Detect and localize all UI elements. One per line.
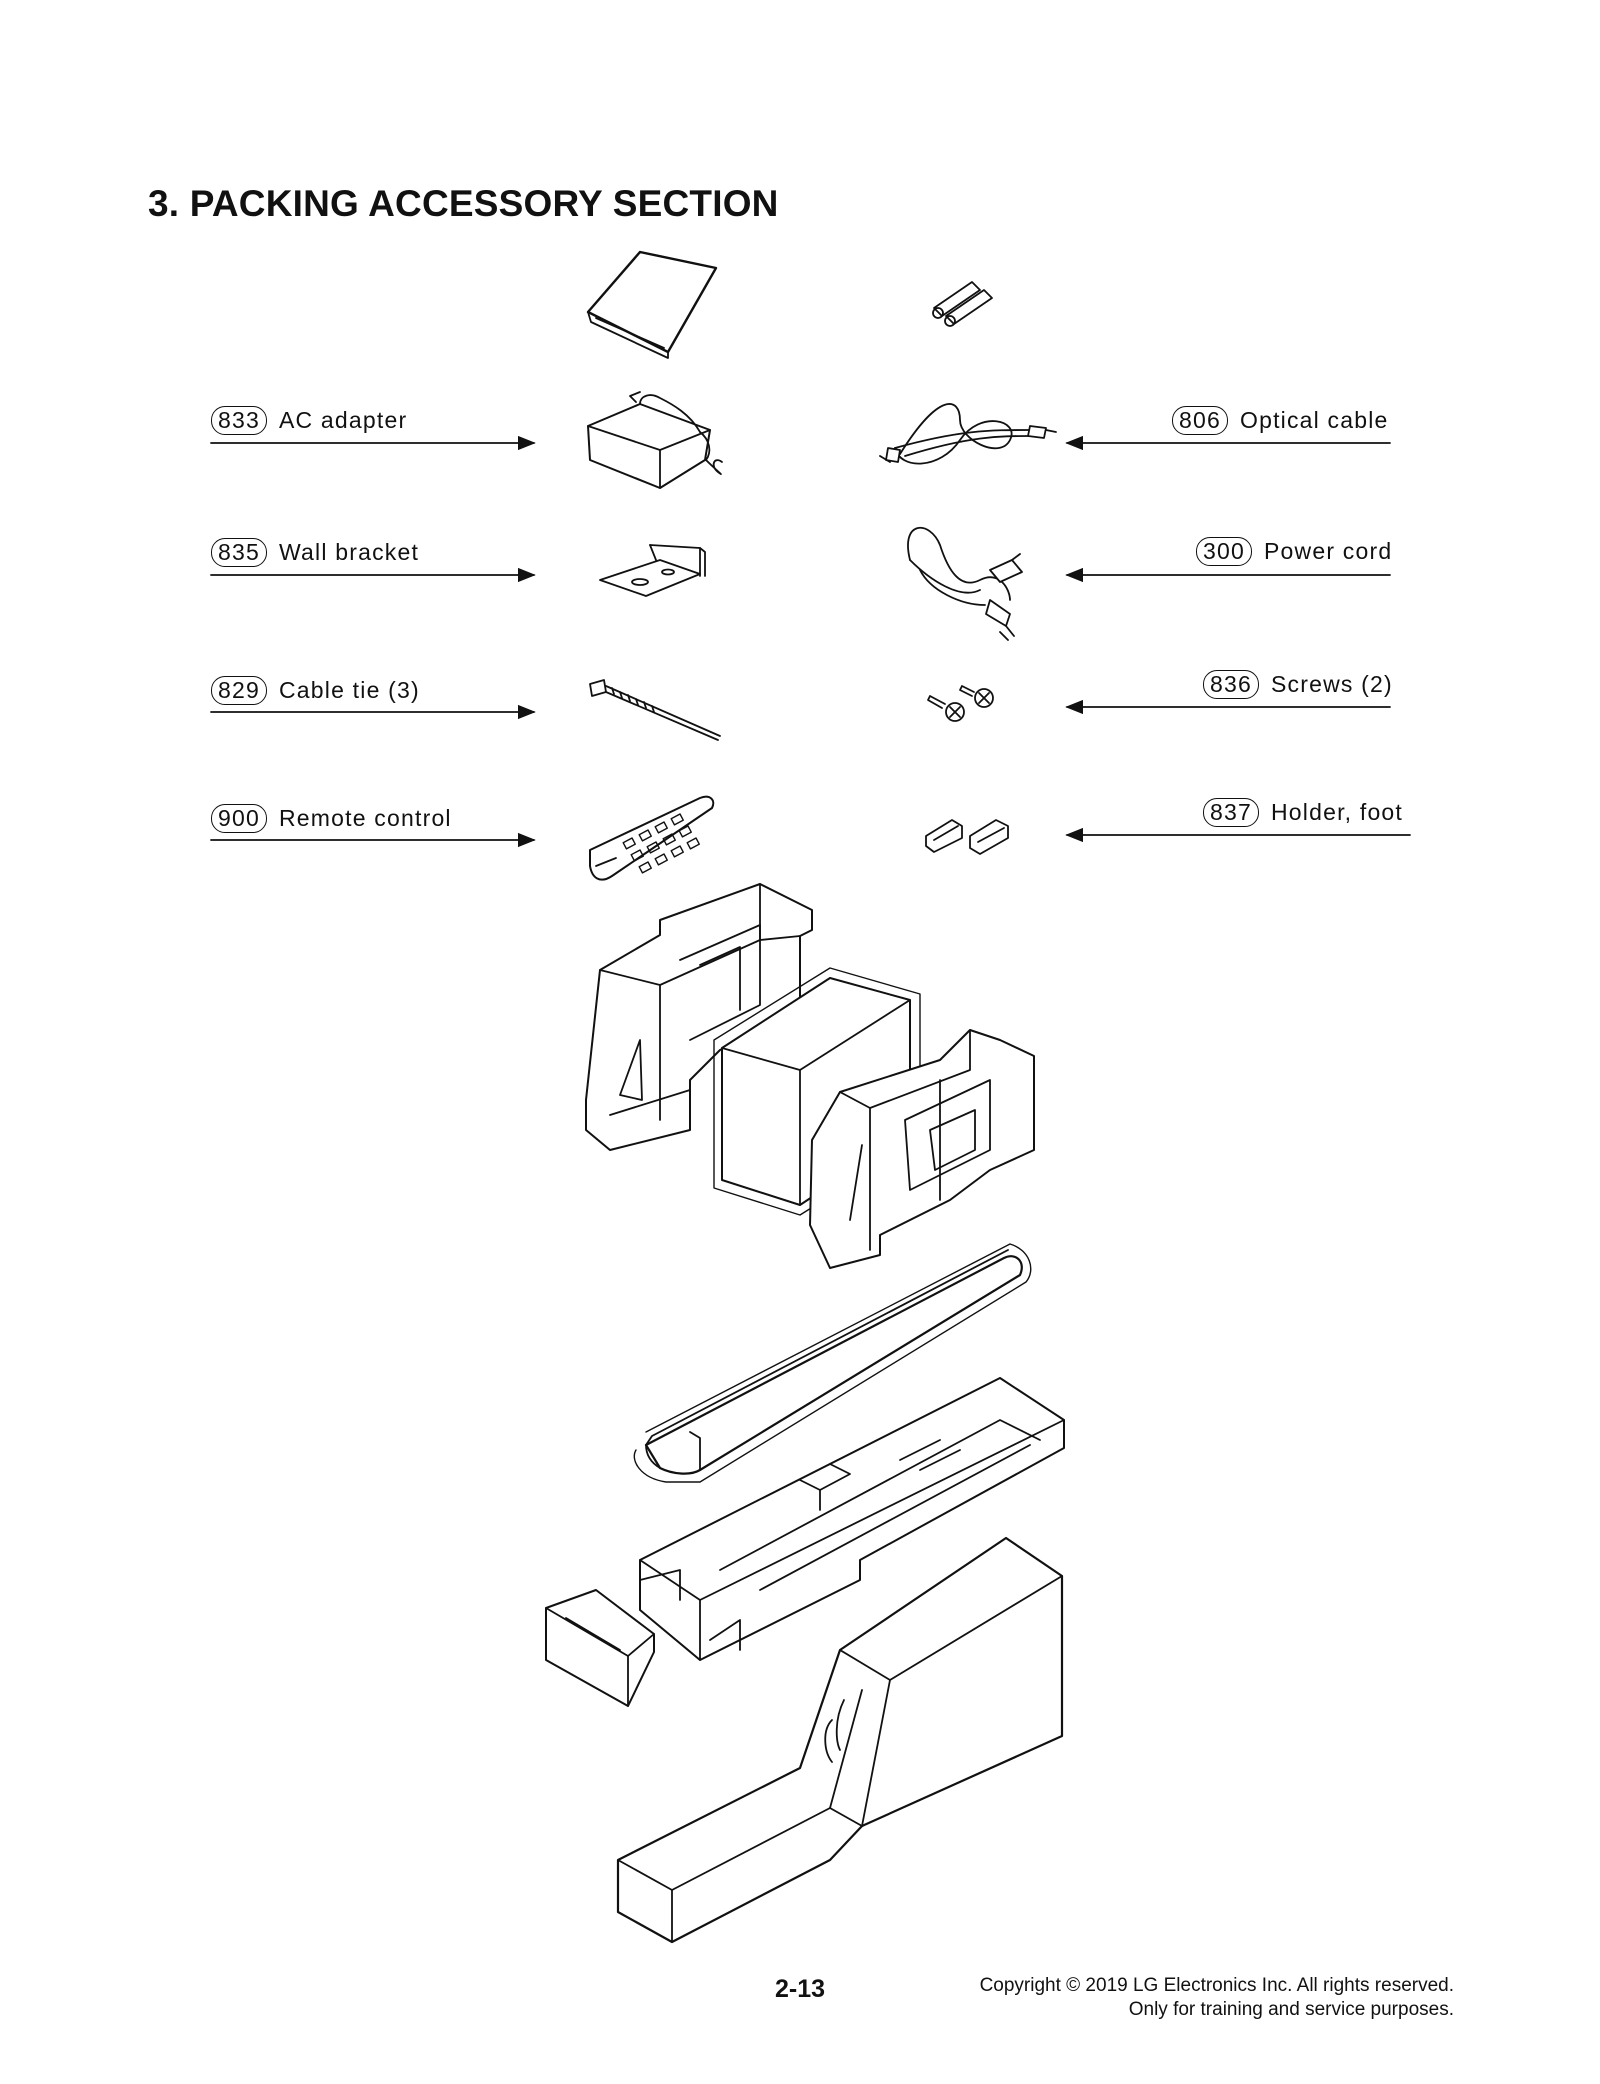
copyright-notice: Copyright © 2019 LG Electronics Inc. All… (980, 1974, 1454, 2022)
callout-screws: 836 Screws (2) (1203, 670, 1393, 699)
outer-carton (616, 1536, 1064, 1944)
callout-holder-foot: 837 Holder, foot (1203, 798, 1403, 827)
part-number-badge: 900 (211, 804, 267, 833)
packing-end-cap-right (809, 1029, 1035, 1269)
part-label: Holder, foot (1270, 799, 1404, 825)
part-label: AC adapter (278, 407, 408, 433)
part-label: Power cord (1263, 538, 1393, 564)
part-number-badge: 300 (1196, 537, 1252, 566)
remote-control (589, 795, 715, 881)
page-number: 2-13 (775, 1975, 826, 2003)
callout-ac-adapter: 833 AC adapter (211, 406, 407, 435)
part-label: Optical cable (1239, 407, 1389, 433)
callout-wall-bracket: 835 Wall bracket (211, 538, 419, 567)
part-number-badge: 837 (1203, 798, 1259, 827)
callout-cable-tie: 829 Cable tie (3) (211, 676, 420, 705)
part-label: Wall bracket (278, 539, 420, 565)
batteries (932, 281, 993, 327)
part-label: Screws (2) (1270, 671, 1393, 697)
packing-end-cap-left (585, 883, 813, 1151)
manual-booklet (586, 250, 718, 359)
callout-remote-control: 900 Remote control (211, 804, 452, 833)
part-number-badge: 836 (1203, 670, 1259, 699)
wall-bracket (599, 544, 706, 597)
copyright-line: Copyright © 2019 LG Electronics Inc. All… (979, 1975, 1454, 1996)
part-label: Cable tie (3) (278, 677, 420, 703)
screws (927, 685, 994, 722)
part-number-badge: 829 (211, 676, 267, 705)
page-title: 3. PACKING ACCESSORY SECTION (148, 183, 779, 224)
callout-optical-cable: 806 Optical cable (1172, 406, 1389, 435)
foam-block (545, 1589, 655, 1707)
part-label: Remote control (278, 805, 452, 831)
part-number-badge: 835 (211, 538, 267, 567)
power-cord (907, 527, 1023, 641)
part-number-badge: 833 (211, 406, 267, 435)
holder-foot (925, 819, 1009, 855)
usage-note: Only for training and service purposes. (1128, 1999, 1454, 2020)
optical-cable (879, 403, 1057, 465)
soundbar (633, 1243, 1032, 1483)
ac-adapter (587, 391, 723, 489)
packing-tray (639, 1377, 1065, 1661)
cable-tie (589, 679, 721, 741)
part-number-badge: 806 (1172, 406, 1228, 435)
callout-power-cord: 300 Power cord (1196, 537, 1392, 566)
